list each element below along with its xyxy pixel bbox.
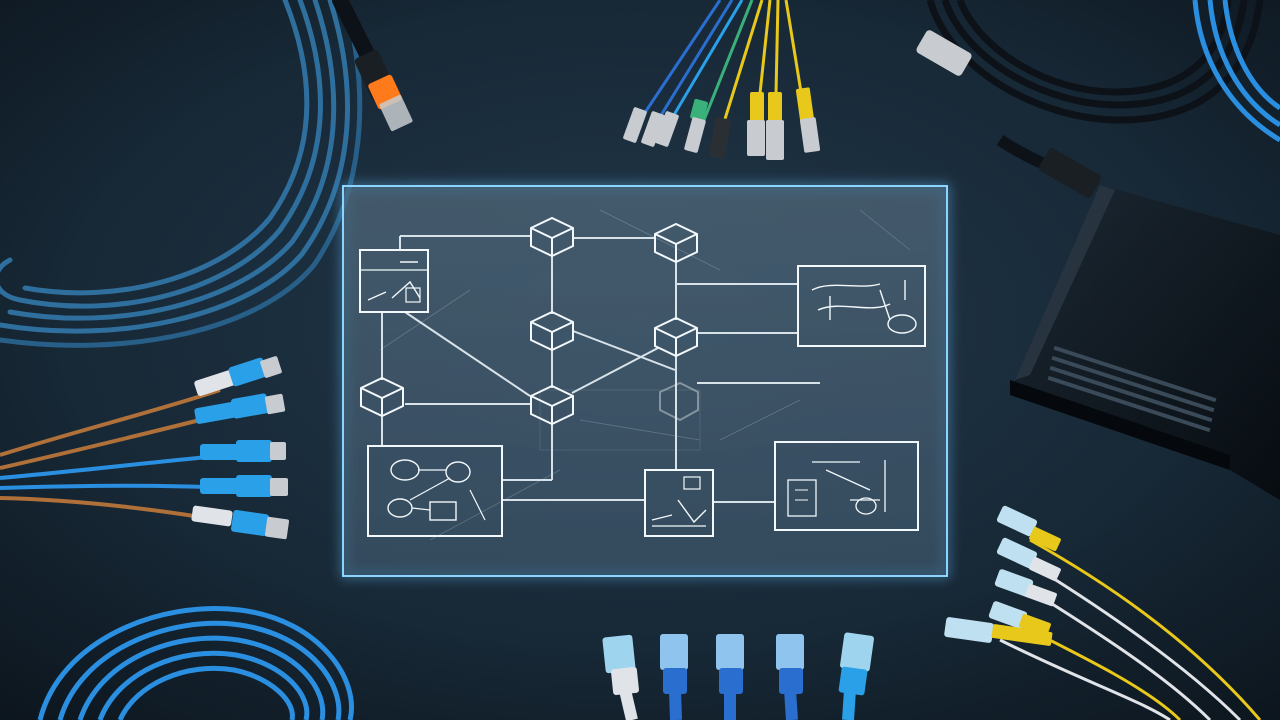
fiber-patch-cords-bottom-right — [944, 505, 1262, 720]
panel-scratches — [379, 209, 911, 541]
orange-rj45-connector — [332, 0, 413, 132]
patch-cables-left — [0, 356, 290, 540]
device-box — [797, 265, 926, 347]
fiber-connectors-bottom-right — [944, 505, 1061, 646]
cube-node — [530, 310, 574, 352]
cube-node — [654, 222, 698, 264]
diagram-device-boxes — [359, 249, 926, 537]
device-box — [367, 445, 503, 537]
switch-vent-holes — [1047, 345, 1217, 433]
ethernet-cable-coil-top-left — [0, 0, 363, 348]
network-diagram-panel — [342, 185, 948, 577]
cube-node — [654, 316, 698, 358]
cube-node — [530, 216, 574, 258]
cube-node-faint — [659, 381, 699, 422]
rj45-connectors-bottom — [602, 632, 874, 720]
fiber-patch-cords-top — [623, 0, 821, 160]
diagram-node-cubes — [360, 216, 699, 426]
device-box — [644, 469, 714, 537]
cube-node — [530, 384, 574, 426]
rj45-plugs-left — [191, 356, 290, 540]
device-box — [774, 441, 919, 531]
device-box — [359, 249, 429, 313]
blue-cable-coil-top-right — [1192, 0, 1280, 143]
black-cable-connector — [916, 30, 1102, 198]
network-switch — [1010, 185, 1280, 500]
ethernet-cable-coil-bottom-left — [37, 606, 354, 720]
diagram-connector-lines — [381, 235, 820, 503]
cube-node — [360, 376, 404, 418]
fiber-connectors-top — [623, 87, 821, 160]
